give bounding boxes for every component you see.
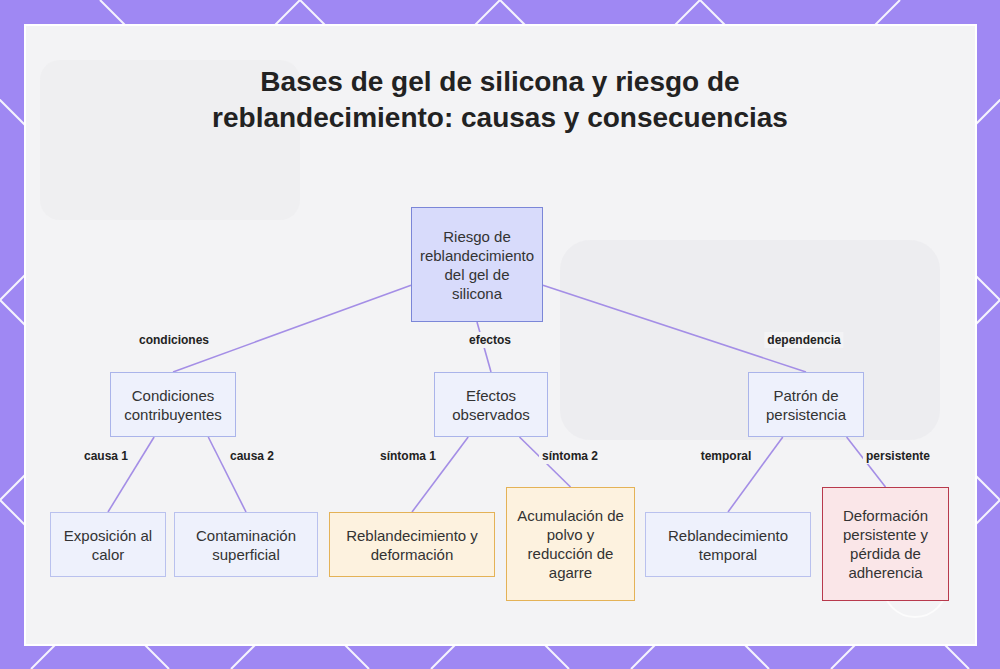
edge-label: causa 2 (227, 448, 277, 464)
edge-label: temporal (698, 448, 755, 464)
connector-line (543, 285, 806, 372)
node-text: Contaminación superficial (183, 526, 309, 564)
symptom-box: Acumulación de polvo y reducción de agar… (506, 487, 635, 601)
cause-box: Contaminación superficial (174, 512, 318, 577)
edge-label: síntoma 2 (539, 448, 601, 464)
text-wrap: Reblandecimiento y deformación (338, 526, 486, 564)
text-wrap: Reblandecimiento temporal (654, 526, 802, 564)
temporary-box: Reblandecimiento temporal (645, 512, 811, 577)
text-wrap: Contaminación superficial (183, 526, 309, 564)
node-text: Deformación persistente y pérdida de adh… (831, 506, 940, 582)
node-text: Acumulación de polvo y reducción de agar… (515, 506, 626, 582)
edge-label: síntoma 1 (377, 448, 439, 464)
root-box: Riesgo de reblandecimiento del gel de si… (411, 207, 543, 322)
cause-box: Exposición al calor (50, 512, 166, 577)
edge-label: efectos (466, 332, 514, 348)
text-wrap: Acumulación de polvo y reducción de agar… (515, 506, 626, 582)
node-text: Patrón de persistencia (757, 386, 855, 424)
text-wrap: Efectos observados (443, 386, 539, 424)
symptom-box: Reblandecimiento y deformación (329, 512, 495, 577)
text-wrap: Patrón de persistencia (757, 386, 855, 424)
category-box: Condiciones contribuyentes (110, 372, 236, 437)
text-wrap: Riesgo de reblandecimiento del gel de si… (420, 227, 534, 303)
content-panel (25, 25, 976, 645)
edge-label: persistente (863, 448, 933, 464)
node-text: Reblandecimiento temporal (654, 526, 802, 564)
category-box: Patrón de persistencia (748, 372, 864, 437)
node-text: Efectos observados (443, 386, 539, 424)
text-wrap: Exposición al calor (59, 526, 157, 564)
node-text: Exposición al calor (59, 526, 157, 564)
node-text: Riesgo de reblandecimiento del gel de si… (420, 227, 534, 303)
text-wrap: Deformación persistente y pérdida de adh… (831, 506, 940, 582)
node-text: Reblandecimiento y deformación (338, 526, 486, 564)
category-box: Efectos observados (434, 372, 548, 437)
text-wrap: Condiciones contribuyentes (119, 386, 227, 424)
node-text: Condiciones contribuyentes (119, 386, 227, 424)
blurred-photo-shape (560, 240, 940, 440)
edge-label: condiciones (136, 332, 212, 348)
connector-line (173, 285, 411, 372)
edge-label: dependencia (764, 332, 843, 348)
edge-label: causa 1 (81, 448, 131, 464)
persistent-box: Deformación persistente y pérdida de adh… (822, 487, 949, 601)
diagram-title: Bases de gel de silicona y riesgo de reb… (200, 64, 800, 136)
